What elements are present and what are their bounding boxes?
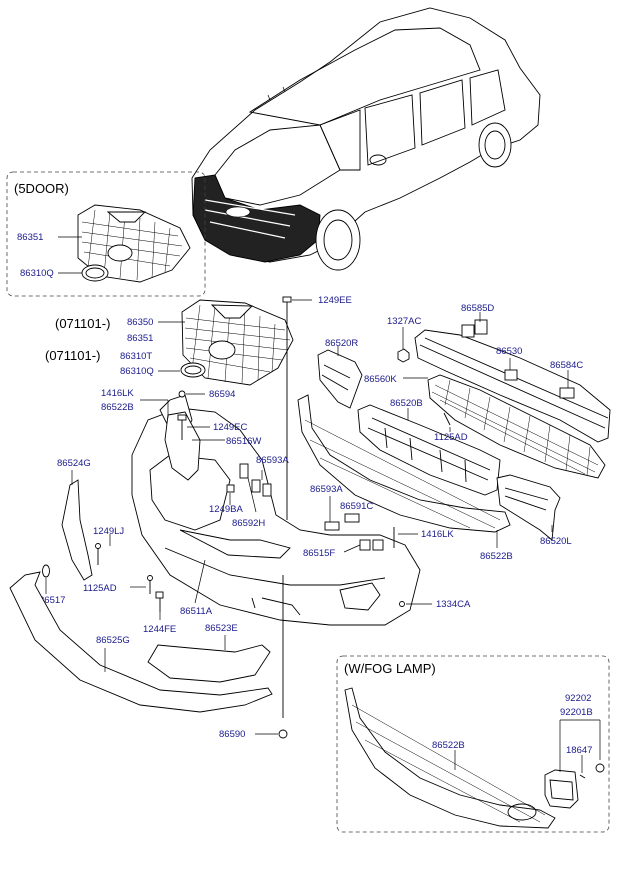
lip-86525g xyxy=(9,571,273,713)
lower-grille-fog-86522b xyxy=(344,687,556,829)
label-1249ec: 1249EC xyxy=(213,422,247,433)
five-door-frame xyxy=(6,171,206,297)
label-86520l: 86520L xyxy=(540,536,572,547)
screw-1125ad-b xyxy=(443,412,451,426)
label-86517: 86517 xyxy=(39,595,65,606)
screw-1244fe xyxy=(155,591,164,612)
grille-sedan xyxy=(181,299,294,386)
label-86520r: 86520R xyxy=(325,338,358,349)
label-86592h: 86592H xyxy=(232,518,265,529)
label-1244fe: 1244FE xyxy=(143,624,176,635)
screw-1249ba xyxy=(226,484,235,493)
moulding-86524g xyxy=(61,479,93,581)
fog-lamp-unit xyxy=(544,763,605,809)
bolt-86590 xyxy=(278,575,288,739)
fog-lamp-frame xyxy=(336,655,610,833)
label-86593a-a: 86593A xyxy=(256,455,289,466)
clip-86593a-b xyxy=(324,521,340,531)
label-86590: 86590 xyxy=(219,729,245,740)
label-86511a: 86511A xyxy=(180,606,213,617)
date-heading-1: (071101-) xyxy=(55,316,110,331)
cap-86517 xyxy=(42,564,50,578)
label-86520b: 86520B xyxy=(390,398,423,409)
label-86351-b: 86351 xyxy=(127,333,153,344)
five-door-heading: (5DOOR) xyxy=(14,181,69,196)
date-heading-2: (071101-) xyxy=(45,348,100,363)
label-1416lk-a: 1416LK xyxy=(101,388,134,399)
label-86522b-b: 86522B xyxy=(480,551,513,562)
label-86351-a: 86351 xyxy=(17,232,43,243)
label-86515f: 86515F xyxy=(303,548,335,559)
label-92201b: 92201B xyxy=(560,707,593,718)
absorber-86520b xyxy=(357,404,501,496)
label-86560k: 86560K xyxy=(364,374,397,385)
screw-1125ad-a xyxy=(147,575,153,594)
label-92202: 92202 xyxy=(565,693,591,704)
garnish-86523e xyxy=(147,644,271,683)
screw-1249lj xyxy=(95,543,101,565)
label-86310q-b: 86310Q xyxy=(120,366,154,377)
label-1125ad-a: 1125AD xyxy=(83,583,117,594)
label-86523e: 86523E xyxy=(205,623,238,634)
label-86350: 86350 xyxy=(127,317,153,328)
bracket-86516w xyxy=(164,411,201,481)
clip-1334ca xyxy=(399,601,405,607)
label-86525g: 86525G xyxy=(96,635,130,646)
label-86585d: 86585D xyxy=(461,303,494,314)
label-86310q-a: 86310Q xyxy=(20,268,54,279)
label-86584c: 86584C xyxy=(550,360,583,371)
bracket-86520r xyxy=(317,349,363,409)
label-1249ba: 1249BA xyxy=(209,504,243,515)
grille-5door xyxy=(77,204,191,283)
label-1125ad-b: 1125AD xyxy=(434,432,468,443)
emblem-5door xyxy=(81,264,109,282)
label-86530: 86530 xyxy=(496,346,522,357)
clip-86592h xyxy=(239,463,249,479)
label-18647: 18647 xyxy=(566,745,592,756)
label-86593a-b: 86593A xyxy=(310,484,343,495)
bracket-86520l xyxy=(496,474,561,541)
label-1416lk-b: 1416LK xyxy=(421,529,454,540)
clip-86593a-a xyxy=(251,479,272,497)
car-illustration xyxy=(191,7,541,271)
screw-1249ec xyxy=(177,414,187,440)
label-86524g: 86524G xyxy=(57,458,91,469)
fog-lamp-heading: (W/FOG LAMP) xyxy=(344,661,436,676)
label-86310t: 86310T xyxy=(120,351,152,362)
emblem-sedan xyxy=(180,362,206,378)
nut-1327ac xyxy=(397,348,410,363)
beam-86530 xyxy=(414,319,611,443)
clip-86591c xyxy=(344,513,360,523)
label-86516w: 86516W xyxy=(226,436,261,447)
bolt-1249ee xyxy=(282,296,292,520)
clip-86594 xyxy=(178,390,186,398)
label-1327ac: 1327AC xyxy=(387,316,421,327)
label-1249ee: 1249EE xyxy=(318,295,352,306)
label-86591c: 86591C xyxy=(340,501,373,512)
label-1249lj: 1249LJ xyxy=(93,526,124,537)
lower-grille-86522b xyxy=(297,394,511,533)
mesh-86560k xyxy=(427,374,606,479)
label-1334ca: 1334CA xyxy=(436,599,471,610)
label-86522b-a: 86522B xyxy=(101,402,134,413)
label-86594: 86594 xyxy=(209,389,235,400)
label-86522b-c: 86522B xyxy=(432,740,465,751)
